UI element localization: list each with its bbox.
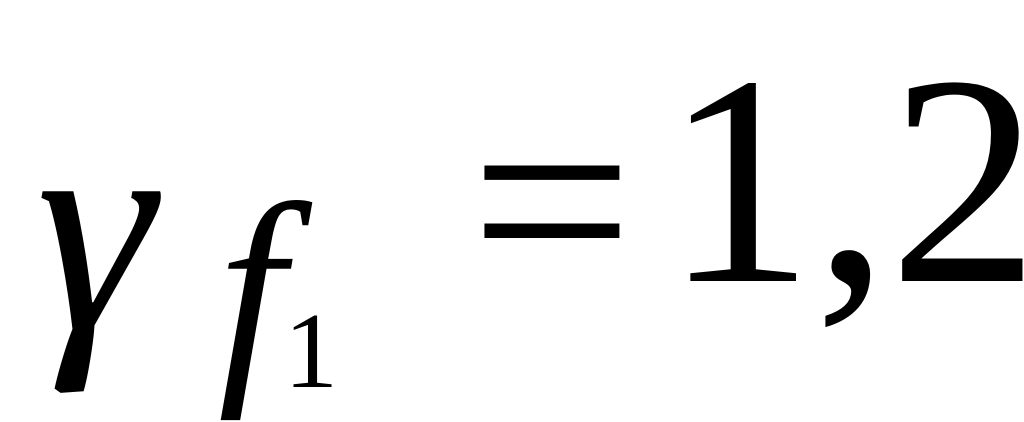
gamma-symbol: γ [36, 62, 155, 394]
coefficient-value: 1,2 [664, 14, 1024, 346]
equals-sign: = [470, 40, 634, 361]
subscript-f: f [218, 155, 285, 421]
subscript-index: 1 [284, 292, 338, 411]
